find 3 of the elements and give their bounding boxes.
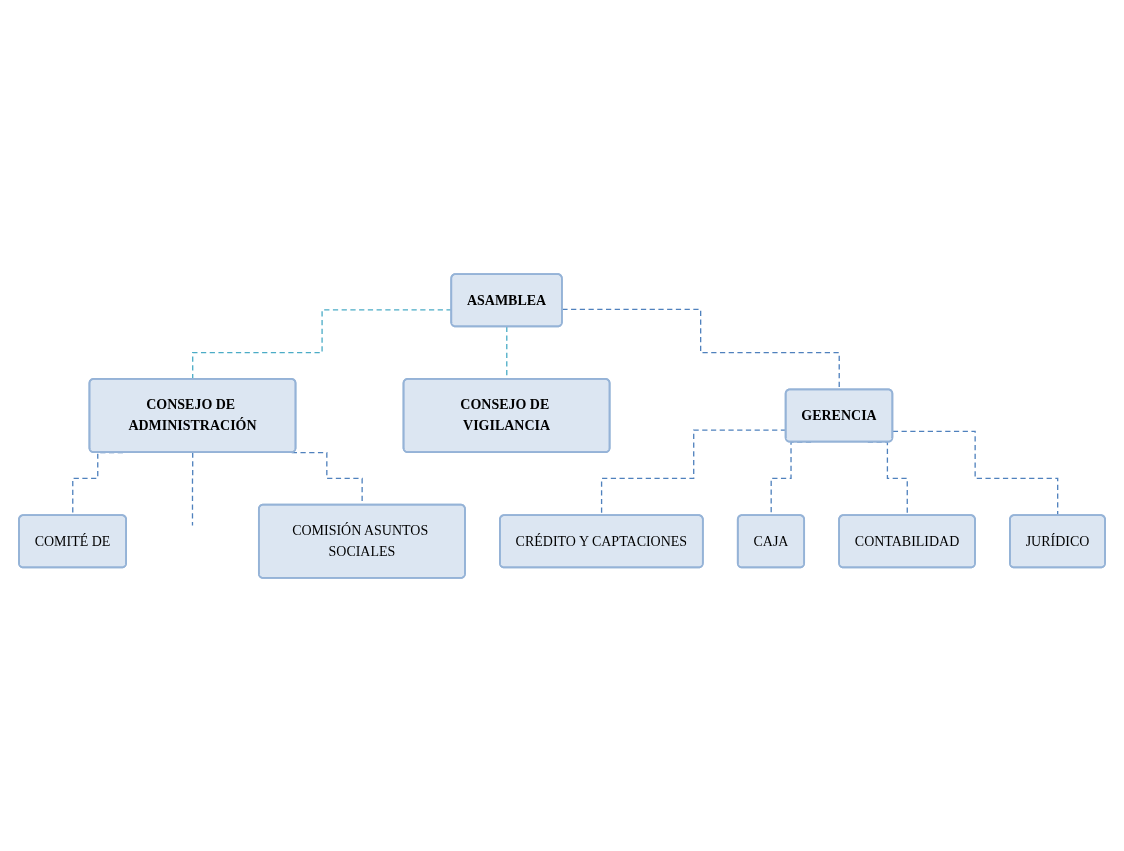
connector xyxy=(191,451,194,526)
connector xyxy=(561,308,841,390)
connector xyxy=(892,430,1059,516)
